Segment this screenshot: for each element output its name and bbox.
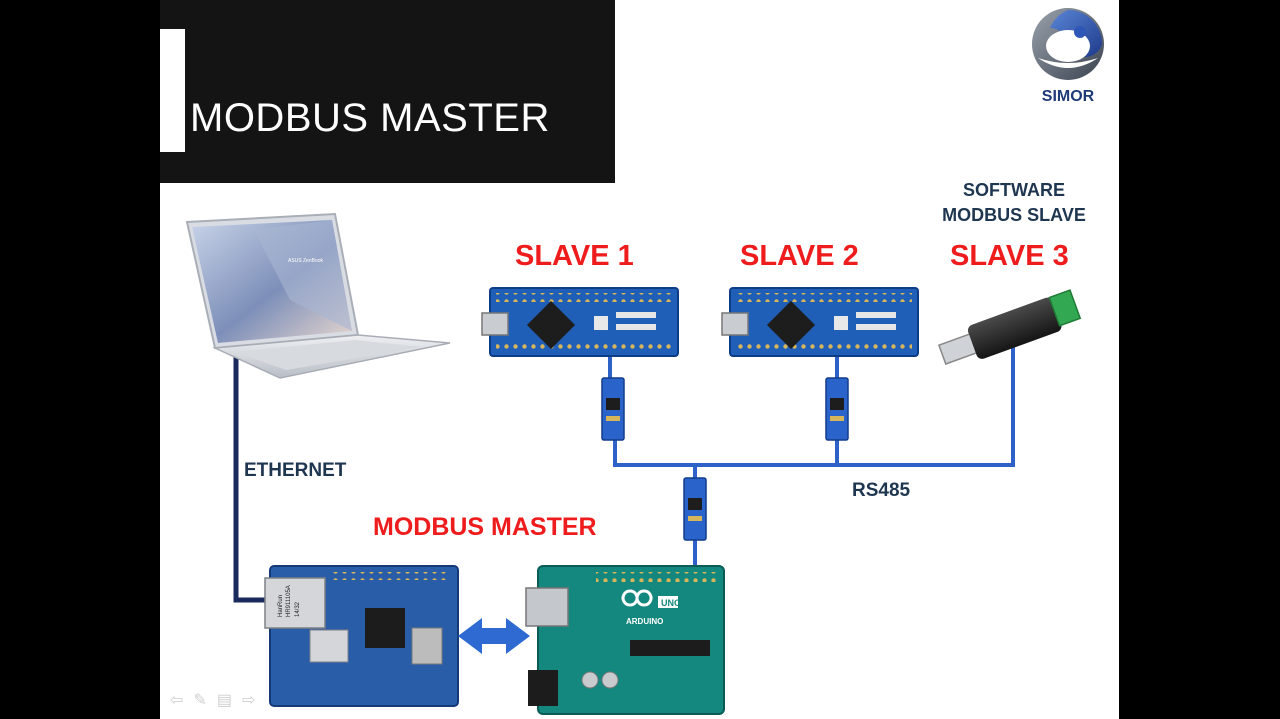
rs485-module-master — [683, 477, 707, 541]
usb-rs485-converter — [937, 289, 1082, 365]
nano-board-slave1 — [481, 287, 679, 357]
arrow-right-icon[interactable]: ⇨ — [241, 692, 256, 709]
rs485-module-slave1 — [601, 377, 625, 441]
slave2-label: SLAVE 2 — [740, 240, 859, 272]
ethernet-shield-board: HanRun HR911105A 14/32 — [264, 565, 459, 707]
jack-model: HR911105A — [286, 585, 292, 617]
menu-icon[interactable]: ▤ — [216, 692, 232, 709]
software-label-line2: MODBUS SLAVE — [942, 205, 1086, 225]
page-title: MODBUS MASTER — [190, 96, 550, 140]
pen-icon[interactable]: ✎ — [193, 692, 207, 709]
laptop-brand: ASUS ZenBook — [288, 258, 324, 264]
software-slave-label: SOFTWARE MODBUS SLAVE — [930, 178, 1098, 228]
simor-logo: SIMOR — [1028, 6, 1108, 106]
double-arrow-icon — [458, 618, 530, 654]
rs485-bus — [608, 340, 1015, 570]
arrow-left-icon[interactable]: ⇦ — [170, 692, 184, 709]
slide: MODBUS MASTER SIMOR — [160, 0, 1119, 719]
laptop-image: ASUS ZenBook — [185, 212, 451, 379]
slide-nav: ⇦ ✎ ▤ ⇨ — [170, 690, 255, 710]
rs485-label: RS485 — [852, 480, 911, 501]
jack-code: 14/32 — [295, 601, 301, 617]
arduino-uno-board: UNO ARDUINO — [525, 565, 725, 715]
slave3-label: SLAVE 3 — [950, 240, 1069, 272]
ethernet-label: ETHERNET — [244, 460, 347, 481]
title-accent-bar — [160, 29, 185, 152]
slave1-label: SLAVE 1 — [515, 240, 634, 272]
arduino-uno-label: UNO — [661, 598, 681, 608]
logo-text: SIMOR — [1041, 88, 1095, 105]
rs485-module-slave2 — [825, 377, 849, 441]
title-block: MODBUS MASTER — [160, 0, 615, 183]
software-label-line1: SOFTWARE — [963, 180, 1065, 200]
jack-brand: HanRun — [278, 595, 284, 617]
ethernet-cable — [233, 350, 278, 603]
arduino-brand-label: ARDUINO — [626, 617, 663, 626]
nano-board-slave2 — [721, 287, 919, 357]
diagram-artwork: ASUS ZenBook — [185, 212, 1082, 715]
modbus-master-label: MODBUS MASTER — [373, 513, 597, 541]
simor-logo-icon — [1032, 8, 1104, 80]
